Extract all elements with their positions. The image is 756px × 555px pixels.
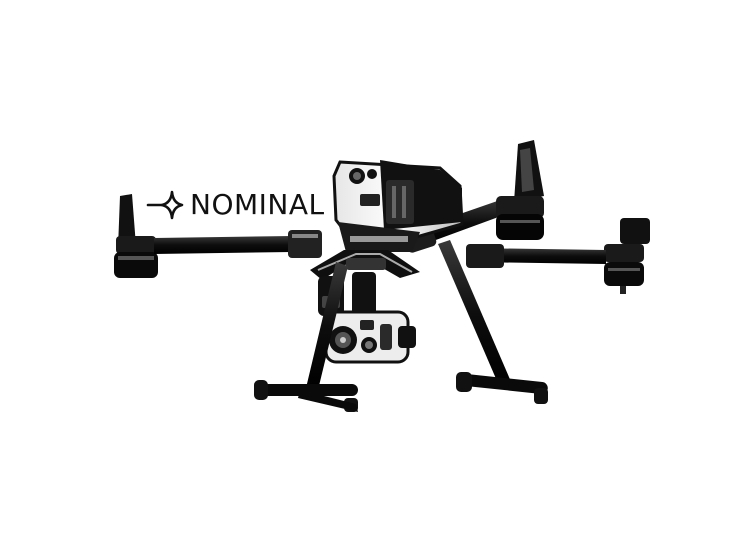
arm-rear-left bbox=[154, 230, 322, 258]
landing-gear-left bbox=[254, 262, 358, 412]
brand-logo: NOMINAL bbox=[146, 186, 325, 224]
arrow-star-icon bbox=[146, 190, 184, 220]
camera-payload bbox=[324, 310, 416, 364]
motor-rear-right bbox=[604, 218, 650, 294]
arm-rear-right bbox=[466, 244, 606, 268]
brand-name: NOMINAL bbox=[190, 188, 325, 221]
motor-front-right bbox=[496, 140, 544, 240]
drone-body bbox=[332, 160, 464, 252]
landing-gear-right bbox=[438, 240, 548, 404]
motor-rear-left bbox=[114, 194, 158, 278]
